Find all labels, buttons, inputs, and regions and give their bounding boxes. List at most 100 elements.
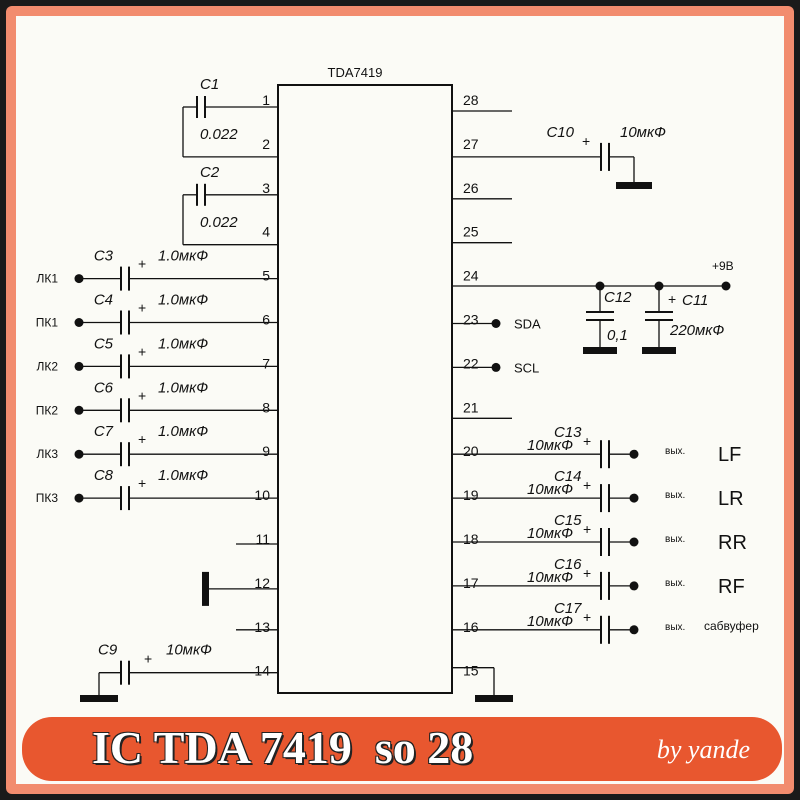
- ic-body: [277, 84, 453, 694]
- C6-polarity: +: [138, 387, 146, 403]
- output-prefix-2: вых.: [665, 534, 685, 545]
- C16-polarity: +: [583, 565, 591, 581]
- C15-polarity: +: [583, 521, 591, 537]
- C2-value: 0.022: [200, 214, 238, 231]
- output-label-3: RF: [718, 576, 745, 598]
- C10-ground: [616, 182, 652, 189]
- C9-ground: [80, 695, 118, 702]
- C10-polarity: +: [582, 133, 590, 149]
- supply-terminal: [721, 281, 731, 291]
- C12-label: C12: [604, 289, 632, 306]
- C12-value: 0,1: [607, 327, 628, 344]
- input-label-4: ЛК3: [36, 447, 58, 461]
- pin-number-20: 20: [463, 443, 479, 459]
- C14-value: 10мкФ: [527, 481, 573, 498]
- C13-label: C13: [554, 424, 582, 441]
- C3-polarity: +: [138, 256, 146, 272]
- C17-polarity: +: [583, 609, 591, 625]
- C5-label: C5: [94, 335, 114, 352]
- pin-number-5: 5: [262, 268, 270, 284]
- pin-number-28: 28: [463, 92, 479, 108]
- pin-number-9: 9: [262, 443, 270, 459]
- C6-label: C6: [94, 379, 114, 396]
- scl-terminal: [491, 362, 501, 372]
- C13-polarity: +: [583, 433, 591, 449]
- sda-label: SDA: [514, 317, 541, 332]
- C17-value: 10мкФ: [527, 613, 573, 630]
- C4-polarity: +: [138, 300, 146, 316]
- C16-label: C16: [554, 556, 582, 573]
- C9-value: 10мкФ: [166, 642, 212, 659]
- pin-number-6: 6: [262, 312, 270, 328]
- C14-label: C14: [554, 468, 582, 485]
- schematic-diagram: TDA7419123456789101112131428272625242322…: [36, 65, 759, 702]
- pin-number-19: 19: [463, 487, 479, 503]
- C1-value: 0.022: [200, 126, 238, 143]
- C10-label: C10: [546, 124, 574, 141]
- schematic-paper: [16, 16, 784, 784]
- input-label-0: ЛК1: [36, 272, 58, 286]
- C4-label: C4: [94, 292, 113, 309]
- C3-value: 1.0мкФ: [158, 248, 208, 265]
- C12-ground: [583, 347, 617, 354]
- pin-number-26: 26: [463, 180, 479, 196]
- title-banner: IC TDA 7419 so 28 by yande: [22, 717, 782, 781]
- pin-number-24: 24: [463, 268, 479, 284]
- pin-number-3: 3: [262, 180, 270, 196]
- pin-number-11: 11: [255, 531, 270, 547]
- pin-number-16: 16: [463, 619, 479, 635]
- C3-label: C3: [94, 248, 114, 265]
- C11-label: C11: [682, 292, 708, 309]
- output-label-4: сабвуфер: [704, 619, 759, 633]
- pin-15-ground: [475, 695, 513, 702]
- pin-number-21: 21: [463, 399, 479, 415]
- C14-output-terminal: [629, 493, 639, 503]
- input-label-2: ЛК2: [36, 359, 58, 373]
- pin-number-23: 23: [463, 312, 479, 328]
- C11-polarity: +: [668, 291, 676, 307]
- C16-output-terminal: [629, 581, 639, 591]
- C4-value: 1.0мкФ: [158, 292, 208, 309]
- C9-label: C9: [98, 642, 118, 659]
- output-label-2: RR: [718, 532, 747, 554]
- C14-polarity: +: [583, 477, 591, 493]
- pin-number-2: 2: [262, 136, 270, 152]
- C5-value: 1.0мкФ: [158, 335, 208, 352]
- supply-label: +9В: [712, 259, 734, 273]
- output-label-0: LF: [718, 444, 741, 466]
- sda-terminal: [491, 319, 501, 328]
- C8-polarity: +: [138, 475, 146, 491]
- pin-number-1: 1: [262, 92, 270, 108]
- C6-value: 1.0мкФ: [158, 379, 208, 396]
- C11-value: 220мкФ: [669, 322, 724, 339]
- pin-number-4: 4: [262, 224, 270, 240]
- C10-value: 10мкФ: [620, 124, 666, 141]
- C17-output-terminal: [629, 625, 639, 635]
- pin-number-14: 14: [254, 663, 270, 679]
- pin-12-terminal: [202, 571, 209, 606]
- pin-number-8: 8: [262, 399, 270, 415]
- output-prefix-1: вых.: [665, 490, 685, 501]
- C17-label: C17: [554, 600, 582, 617]
- output-prefix-0: вых.: [665, 446, 685, 457]
- scl-label: SCL: [514, 360, 539, 375]
- pin-number-10: 10: [254, 487, 270, 503]
- C1-label: C1: [200, 76, 219, 93]
- C8-label: C8: [94, 467, 114, 484]
- C8-value: 1.0мкФ: [158, 467, 208, 484]
- C15-label: C15: [554, 512, 582, 529]
- output-prefix-4: вых.: [665, 622, 685, 633]
- pin-number-22: 22: [463, 355, 479, 371]
- input-label-5: ПК3: [36, 491, 59, 505]
- C11-ground: [642, 347, 676, 354]
- C7-label: C7: [94, 423, 114, 440]
- banner-title: IC TDA 7419 so 28: [92, 722, 474, 773]
- C15-output-terminal: [629, 537, 639, 547]
- output-prefix-3: вых.: [665, 578, 685, 589]
- C7-value: 1.0мкФ: [158, 423, 208, 440]
- C15-value: 10мкФ: [527, 525, 573, 542]
- ic-name: TDA7419: [328, 65, 383, 80]
- C7-polarity: +: [138, 431, 146, 447]
- pin-number-15: 15: [463, 663, 479, 679]
- C9-polarity: +: [144, 651, 152, 667]
